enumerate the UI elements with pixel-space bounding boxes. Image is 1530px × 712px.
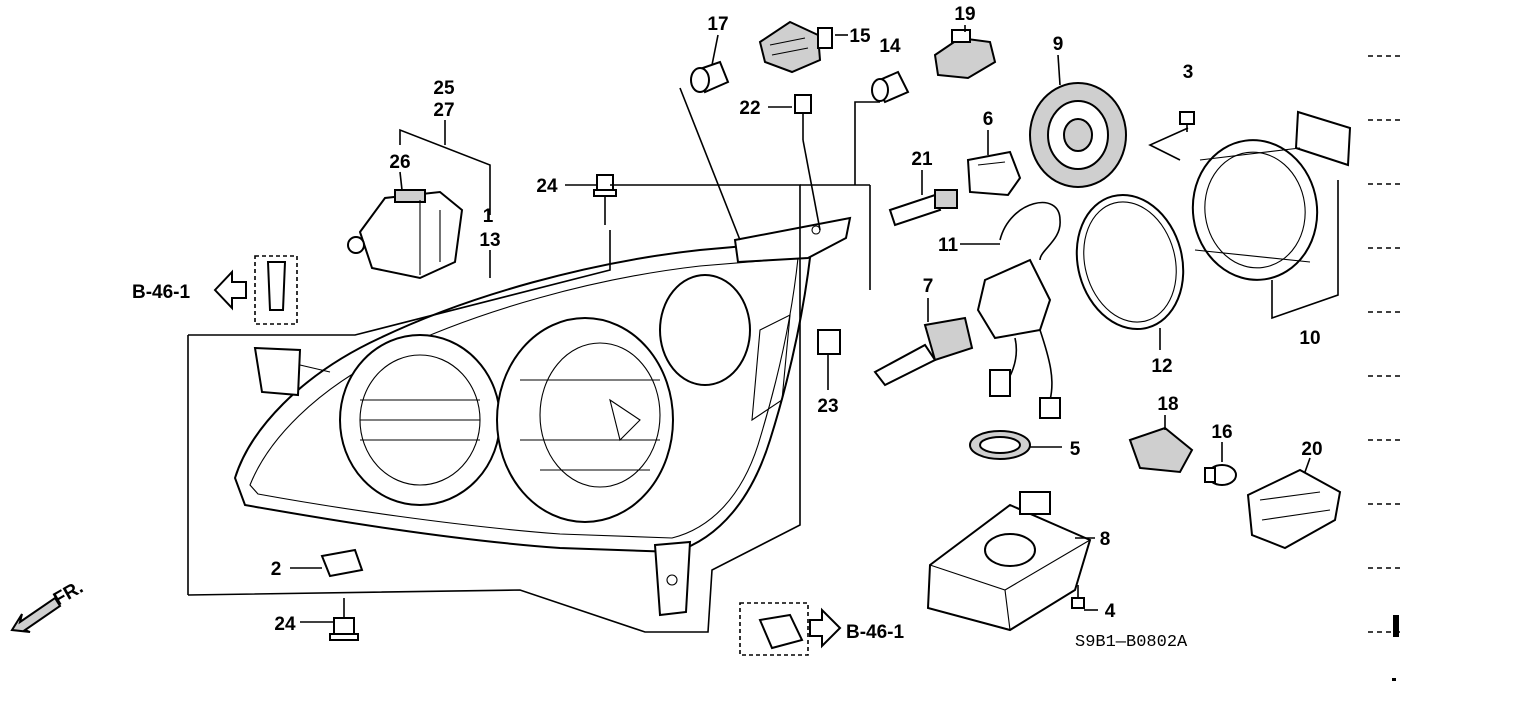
label-part-25: 25 (433, 78, 455, 99)
screw-22 (794, 94, 812, 140)
label-part-21: 21 (911, 149, 933, 170)
screw-4 (1071, 585, 1085, 609)
clip-bottom (758, 613, 804, 650)
right-edge-marks (1368, 55, 1400, 681)
label-part-1: 1 (483, 206, 494, 227)
clip-box-left (254, 255, 298, 325)
arrow-left-reference (213, 269, 247, 311)
label-part-7: 7 (923, 276, 934, 297)
nut-2 (320, 548, 364, 578)
screw-3 (1179, 111, 1195, 132)
label-part-20: 20 (1301, 439, 1322, 460)
label-part-11: 11 (938, 235, 959, 256)
label-part-17: 17 (707, 14, 728, 35)
seal-ring-5 (969, 430, 1031, 460)
label-part-27: 27 (433, 100, 454, 121)
label-part-2: 2 (271, 559, 282, 580)
label-part-13: 13 (479, 230, 500, 251)
socket-15 (758, 20, 833, 74)
reference-bottom-label: B-46-1 (846, 622, 905, 643)
label-part-16: 16 (1211, 422, 1232, 443)
hid-bulb-7 (873, 316, 974, 387)
label-part-4: 4 (1105, 601, 1116, 622)
leader-lines (187, 25, 1339, 633)
label-part-18: 18 (1157, 394, 1178, 415)
label-part-10: 10 (1299, 328, 1320, 349)
front-direction-indicator: FR. (10, 577, 87, 633)
label-part-22: 22 (739, 98, 760, 119)
diagram-code: S9B1—B0802A (1075, 633, 1188, 652)
label-part-15-top: 15 (849, 26, 871, 47)
label-part-24-top: 24 (536, 176, 558, 197)
ballast-8 (926, 491, 1092, 632)
arrow-right-reference (809, 607, 842, 649)
screw-top (593, 174, 617, 225)
gasket-12 (1075, 193, 1185, 331)
label-part-9: 9 (1053, 34, 1064, 55)
headlight-cap-10 (1191, 110, 1352, 281)
label-part-8: 8 (1100, 529, 1111, 550)
socket-6 (966, 150, 1022, 197)
headlight-housing (233, 216, 852, 617)
bulb-14 (871, 70, 910, 104)
bulb-15-lower (1204, 464, 1237, 486)
label-part-6: 6 (983, 109, 994, 130)
label-part-19: 19 (954, 4, 975, 25)
label-part-23: 23 (817, 396, 838, 417)
side-marker-20 (1246, 468, 1342, 550)
bulb-17 (690, 60, 730, 94)
clip-23 (817, 329, 841, 355)
part-number-labels: 1 2 3 4 5 6 7 8 9 10 11 12 13 14 15 16 1… (271, 4, 1323, 635)
label-part-12: 12 (1151, 356, 1172, 377)
bolt-24-lower (329, 598, 359, 641)
label-part-14: 14 (879, 36, 901, 57)
clip-box-bottom (739, 602, 809, 656)
socket-19 (933, 29, 997, 80)
label-part-26: 26 (389, 152, 410, 173)
label-part-5: 5 (1070, 439, 1081, 460)
igniter-harness-11 (976, 201, 1061, 419)
label-part-3: 3 (1183, 62, 1194, 83)
socket-18 (1128, 426, 1194, 474)
clip-left (266, 261, 287, 311)
label-part-24-bottom: 24 (274, 614, 296, 635)
reference-left-label: B-46-1 (132, 282, 191, 303)
bulb-21 (888, 189, 958, 227)
dust-cover-9 (1029, 82, 1127, 188)
leveling-motor (347, 189, 464, 280)
